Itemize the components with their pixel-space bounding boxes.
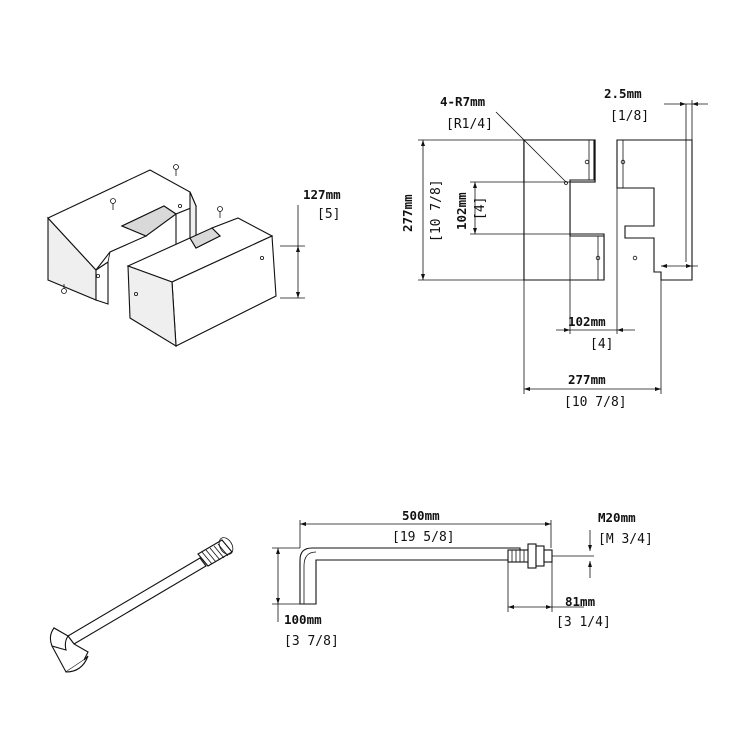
hook-length-label: 100mm <box>284 612 322 627</box>
hook-length-inch-label: [3 7/8] <box>284 634 339 649</box>
bolt-length-label: 500mm <box>402 508 440 523</box>
notch-width-inch-label: [4] <box>590 337 613 352</box>
side-height-inch-label: [10 7/8] <box>429 179 444 242</box>
notch-width-label: 102mm <box>568 314 606 329</box>
side-height-label: 277mm <box>400 194 415 232</box>
radius-label: 4-R7mm <box>440 94 486 109</box>
notch-height-inch-label: [4] <box>473 197 488 220</box>
anchor-bolt-isometric-view <box>49 537 234 673</box>
thread-length-label: 81mm <box>565 594 596 609</box>
notch-height-label: 102mm <box>454 192 469 230</box>
cover-plan-view: 277mm [10 7/8] 102mm [4] 4-R7mm [R1/4] 2… <box>400 86 708 410</box>
cover-height-inch-label: [5] <box>317 207 340 222</box>
bolt-length-inch-label: [19 5/8] <box>392 530 455 545</box>
cover-height-label: 127mm <box>303 187 341 202</box>
anchor-bolt-side-view: 500mm [19 5/8] 100mm [3 7/8] M20mm [M 3/… <box>272 508 653 649</box>
thread-size-inch-label: [M 3/4] <box>598 532 653 547</box>
cover-isometric-view: 127mm [5] <box>47 164 341 348</box>
radius-inch-label: [R1/4] <box>446 117 493 132</box>
overall-width-label: 277mm <box>568 372 606 387</box>
thickness-label: 2.5mm <box>604 86 642 101</box>
thickness-inch-label: [1/8] <box>610 109 649 124</box>
thread-size-label: M20mm <box>598 510 636 525</box>
overall-width-inch-label: [10 7/8] <box>564 395 627 410</box>
thread-length-inch-label: [3 1/4] <box>556 615 611 630</box>
